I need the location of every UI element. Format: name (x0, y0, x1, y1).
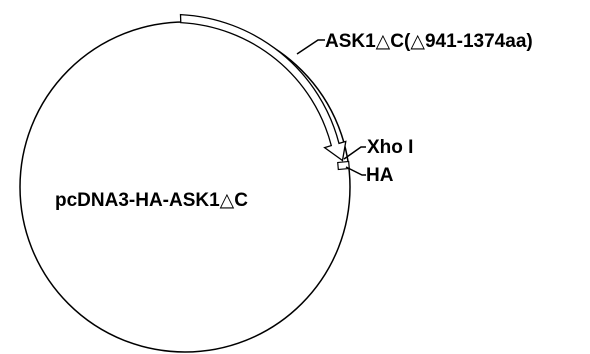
plasmid-name-label: pcDNA3-HA-ASK1△C (55, 190, 248, 211)
insert-arrow (179, 13, 347, 162)
insert-label: ASK1△C(△941-1374aa) (325, 31, 533, 52)
insert-leader-line (296, 39, 325, 55)
ha-leader-line (345, 166, 366, 176)
xho-label: Xho I (367, 137, 413, 158)
ha-label: HA (366, 165, 394, 186)
xho-leader-line (343, 146, 366, 160)
